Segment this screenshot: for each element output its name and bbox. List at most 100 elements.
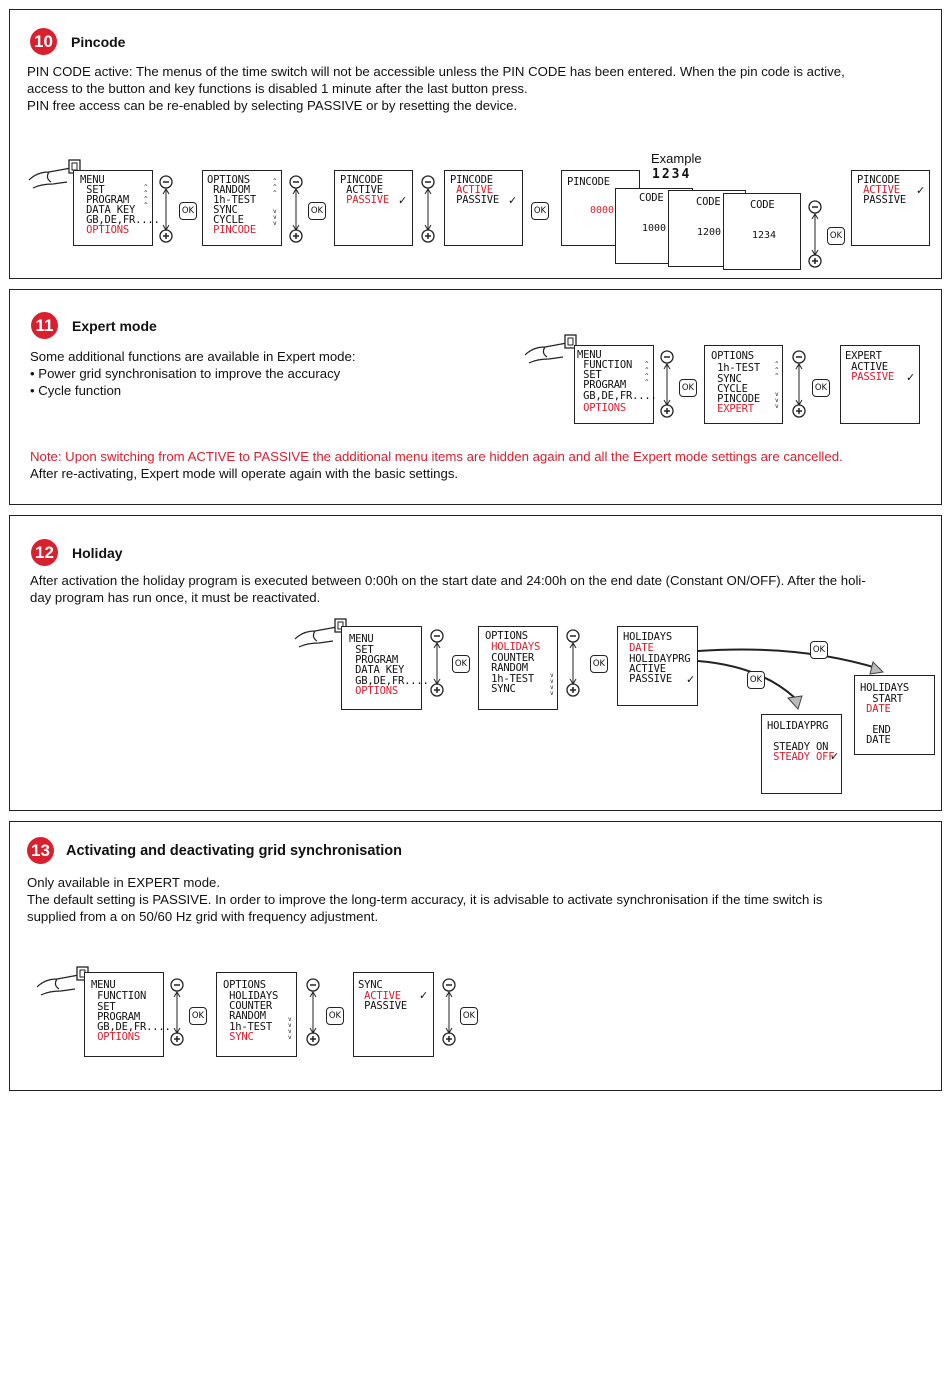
check-icon: ✓ [916,184,926,197]
lcd-pincode-active-screen: PINCODE ACTIVE PASSIVE ✓ [444,170,523,246]
lcd-holidays-screen: HOLIDAYS DATE HOLIDAYPRG ACTIVE PASSIVE … [617,626,698,706]
minus-plus-buttons[interactable] [158,175,178,243]
example-digits: 1234 [652,167,692,182]
lcd-line: GB,DE,FR.... [91,1021,171,1033]
lcd-code-screen-3: CODE 1234 [723,193,801,270]
check-icon: ✓ [830,750,840,763]
lcd-line: SYNC [485,683,516,695]
ok-button[interactable]: OK [747,671,765,689]
ok-button[interactable]: OK [810,641,828,659]
code-value: 1000 [642,223,667,234]
ok-button[interactable]: OK [590,655,608,673]
lcd-line-selected: DATE [860,703,891,715]
minus-plus-buttons[interactable] [791,350,811,418]
check-icon: ✓ [398,194,408,207]
check-icon: ✓ [686,673,696,686]
lcd-line: HOLIDAYPRG [623,653,691,665]
ok-button[interactable]: OK [179,202,197,220]
lcd-line-selected: OPTIONS [577,402,626,414]
ok-button[interactable]: OK [460,1007,478,1025]
lcd-line: PINCODE [340,174,383,186]
lcd-line: GB,DE,FR.... [80,214,160,226]
lcd-line: SET [91,1001,116,1013]
lcd-line: 1h-TEST [207,194,256,206]
lcd-line: PASSIVE [358,1000,407,1012]
ok-button[interactable]: OK [812,379,830,397]
lcd-line: COUNTER [223,1000,272,1012]
minus-plus-buttons[interactable] [807,200,827,268]
minus-plus-buttons[interactable] [429,629,449,697]
minus-plus-buttons[interactable] [169,978,189,1046]
lcd-line: PROGRAM [349,654,398,666]
lcd-line-selected: OPTIONS [91,1031,140,1043]
lcd-line: PINCODE [711,393,760,405]
lcd-line: PINCODE [857,174,900,186]
minus-plus-buttons[interactable] [420,175,440,243]
lcd-line-selected: PASSIVE [845,371,894,383]
lcd-line: PASSIVE [857,194,906,206]
minus-plus-buttons[interactable] [565,629,585,697]
lcd-line: MENU [349,633,374,645]
scroll-up-arrows-icon: ^^^^ [144,184,148,209]
lcd-line: MENU [577,349,602,361]
lcd-line: FUNCTION [577,359,633,371]
lcd-line: RANDOM [485,662,528,674]
lcd-line: END [860,724,891,736]
lcd-line: ACTIVE [623,663,666,675]
lcd-options-screen: OPTIONS RANDOM 1h-TEST SYNC CYCLE PINCOD… [202,170,282,246]
ok-button[interactable]: OK [326,1007,344,1025]
lcd-line: HOLIDAYS [223,990,279,1002]
hand-pointer-icon [36,966,89,996]
ok-button[interactable]: OK [189,1007,207,1025]
lcd-line: SYNC [207,204,238,216]
lcd-line: SYNC [358,979,383,991]
lcd-line: PROGRAM [80,194,129,206]
hand-pointer-icon [294,618,347,648]
lcd-line: CODE [696,196,721,208]
lcd-line-selected: SYNC [223,1031,254,1043]
section-holiday: 12 Holiday After activation the holiday … [9,515,942,811]
lcd-line: OPTIONS [207,174,250,186]
minus-plus-buttons[interactable] [288,175,308,243]
minus-plus-buttons[interactable] [441,978,461,1046]
lcd-holidayprg-screen: HOLIDAYPRG STEADY ON STEADY OFF ✓ [761,714,842,794]
lcd-line-selected: OPTIONS [349,685,398,697]
section-text: Only available in EXPERT mode. The defau… [27,875,823,924]
lcd-line: MENU [80,174,105,186]
ok-button[interactable]: OK [308,202,326,220]
lcd-line: DATA KEY [349,664,405,676]
lcd-expert-screen: EXPERT ACTIVE PASSIVE ✓ [840,345,920,424]
lcd-line: RANDOM [207,184,250,196]
ok-button[interactable]: OK [531,202,549,220]
section-title: Pincode [71,33,126,50]
lcd-line: PROGRAM [577,379,626,391]
lcd-line-selected: ACTIVE [450,184,493,196]
check-icon: ✓ [906,371,916,384]
lcd-line: CYCLE [207,214,244,226]
lcd-line: 1h-TEST [223,1021,272,1033]
ok-button[interactable]: OK [827,227,845,245]
lcd-line: FUNCTION [91,990,147,1002]
lcd-line: PASSIVE [623,673,672,685]
lcd-line: PROGRAM [91,1011,140,1023]
hand-pointer-icon [524,334,577,364]
ok-button[interactable]: OK [452,655,470,673]
minus-plus-buttons[interactable] [305,978,325,1046]
lcd-pincode-final-screen: PINCODE ACTIVE PASSIVE ✓ [851,170,930,246]
lcd-line: ACTIVE [845,361,888,373]
lcd-line: DATE [860,734,891,746]
scroll-up-arrows-icon: ^^^^ [645,361,649,386]
minus-plus-buttons[interactable] [659,350,679,418]
ok-button[interactable]: OK [679,379,697,397]
section-text: Some additional functions are available … [30,349,356,398]
section-number-badge: 11 [31,312,58,339]
lcd-line-selected: PINCODE [207,224,256,236]
code-value: 1200 [697,227,722,238]
lcd-options-screen: OPTIONS 1h-TEST SYNC CYCLE PINCODE EXPER… [704,345,783,424]
lcd-menu-screen: MENU FUNCTION SET PROGRAM GB,DE,FR.... O… [574,345,657,424]
lcd-line: DATA KEY [80,204,136,216]
lcd-options-screen: OPTIONS HOLIDAYS COUNTER RANDOM 1h-TEST … [478,626,558,710]
